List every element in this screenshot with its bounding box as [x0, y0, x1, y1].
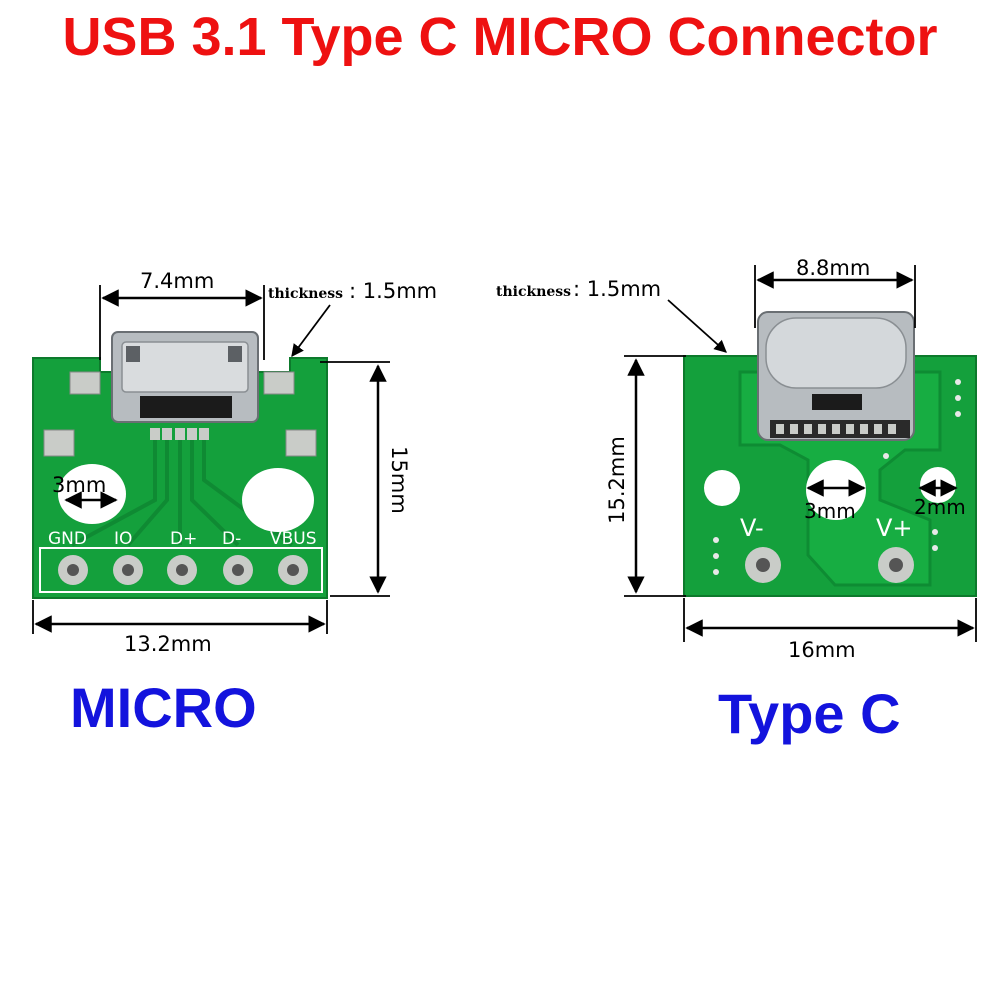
typec-hole-center-dim: 3mm	[804, 499, 856, 523]
typec-vias	[713, 379, 961, 575]
micro-pad-left	[43, 429, 75, 457]
typec-dimensions: 8.8mm 15.2mm 16mm thickness: 1.5mm	[496, 256, 977, 662]
micro-hole-right	[242, 468, 314, 532]
micro-signal-pads	[150, 428, 209, 440]
micro-hole-dim-text: 3mm	[52, 473, 106, 497]
typec-receptacle	[757, 311, 915, 441]
micro-header-frame	[39, 547, 323, 593]
micro-pin-label-vbus: VBUS	[270, 529, 317, 549]
micro-traces	[71, 438, 294, 547]
typec-pin-label-vminus: V-	[740, 514, 764, 542]
micro-pad-right	[285, 429, 317, 457]
micro-pin-label-dplus: D+	[170, 529, 197, 549]
typec-label: Type C	[718, 682, 901, 745]
micro-pin-label-gnd: GND	[48, 529, 87, 549]
micro-board-width: 13.2mm	[124, 632, 212, 656]
micro-board: 3mm GND IO D+ D- VBUS	[32, 331, 328, 599]
typec-hole-right-dim: 2mm	[914, 495, 966, 519]
micro-board-height: 15mm	[387, 446, 411, 514]
micro-header-pins	[58, 555, 308, 585]
typec-board-width: 16mm	[788, 638, 856, 662]
micro-label: MICRO	[70, 676, 257, 739]
typec-pin-label-vplus: V+	[876, 514, 913, 542]
micro-usb-receptacle	[69, 331, 295, 423]
page-title: USB 3.1 Type C MICRO Connector	[62, 7, 938, 67]
micro-connector-width: 7.4mm	[140, 269, 214, 293]
micro-pin-label-dminus: D-	[222, 529, 241, 549]
typec-thickness: thickness: 1.5mm	[496, 277, 661, 301]
typec-connector-width: 8.8mm	[796, 256, 870, 280]
typec-hole-left	[704, 470, 740, 506]
typec-board-height: 15.2mm	[605, 436, 629, 524]
micro-dimensions: 7.4mm 15mm 13.2mm thickness: 1.5mm	[32, 269, 437, 656]
micro-thickness: thickness: 1.5mm	[268, 279, 437, 303]
micro-pin-label-io: IO	[114, 529, 132, 549]
typec-board: 3mm 2mm V- V+	[683, 311, 977, 597]
